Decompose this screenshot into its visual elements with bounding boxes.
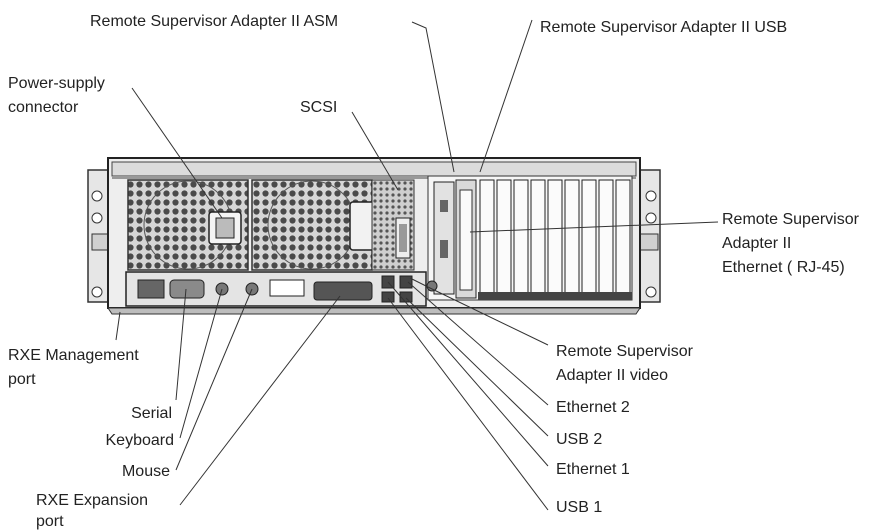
expansion-slots	[427, 175, 633, 301]
label-usb-2: USB 2	[556, 431, 603, 448]
label-serial: Serial	[131, 405, 172, 422]
label-rxe-management-line2: port	[8, 371, 36, 388]
label-rsa-video-line1: Remote Supervisor	[556, 343, 693, 360]
ethernet-2-port	[399, 275, 413, 289]
label-rxe-expansion-line1: RXE Expansion	[36, 492, 149, 509]
power-supply-connector	[208, 211, 242, 245]
right-rack-ear	[627, 169, 661, 303]
label-rsa-ethernet-line1: Remote Supervisor	[722, 211, 859, 228]
label-keyboard: Keyboard	[105, 432, 175, 449]
label-rxe-expansion-line2: port	[36, 513, 64, 530]
label-rsa-usb: Remote Supervisor Adapter II USB	[540, 19, 788, 36]
rxe-expansion-port	[313, 281, 373, 301]
scsi-connector-panel	[349, 179, 415, 271]
label-rxe-management-line1: RXE Management	[8, 347, 139, 364]
label-rsa-ethernet-line2: Adapter II	[722, 235, 792, 252]
label-usb-1: USB 1	[556, 499, 603, 516]
label-ethernet-1: Ethernet 1	[556, 461, 630, 478]
label-mouse: Mouse	[121, 463, 170, 480]
leader-lines	[115, 19, 719, 511]
usb-2-port	[399, 291, 413, 303]
rxe-management-port	[137, 279, 165, 299]
label-rsa-ethernet-line3: Ethernet ( RJ-45)	[722, 259, 845, 276]
label-ethernet-2: Ethernet 2	[556, 399, 630, 416]
label-rsa-asm: Remote Supervisor Adapter II ASM	[90, 13, 339, 30]
label-rsa-video-line2: Adapter II video	[556, 367, 669, 384]
label-power-supply-line2: connector	[8, 99, 79, 116]
usb-1-port	[381, 291, 395, 303]
serial-port	[169, 279, 205, 299]
label-power-supply-line1: Power-supply	[8, 75, 105, 92]
label-scsi: SCSI	[300, 99, 338, 116]
